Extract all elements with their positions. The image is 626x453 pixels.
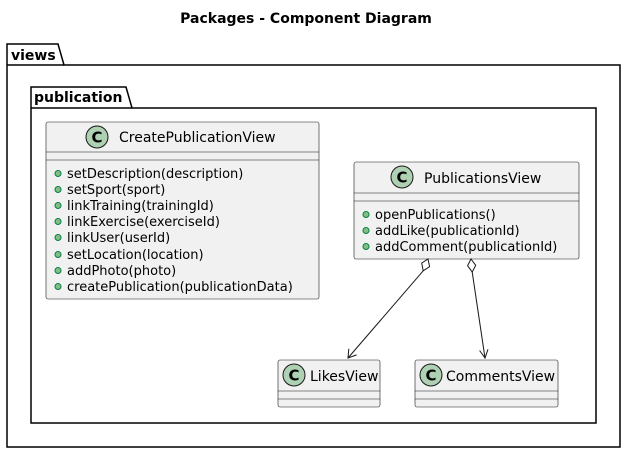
method-item: createPublication(publicationData) <box>67 280 293 295</box>
class-box <box>45 121 320 300</box>
method-visibility-icon <box>54 267 62 274</box>
class-box <box>414 359 559 408</box>
method-item: addComment(publicationId) <box>375 240 557 255</box>
class-comments-view[interactable]: C CommentsView <box>414 359 559 408</box>
class-stereotype-letter: C <box>91 129 102 147</box>
method-item: setLocation(location) <box>67 248 204 263</box>
method-list: openPublications() addLike(publicationId… <box>362 208 557 255</box>
relation-publications-likes <box>347 258 431 359</box>
method-visibility-icon <box>362 243 370 250</box>
method-visibility-icon <box>54 186 62 193</box>
relation-publications-comments <box>467 258 489 360</box>
method-visibility-icon <box>54 202 62 209</box>
class-create-publication-view[interactable]: C CreatePublicationView setDescription(d… <box>45 121 320 300</box>
method-item: openPublications() <box>375 208 496 223</box>
relation-line <box>347 270 424 359</box>
method-item: setSport(sport) <box>67 183 165 198</box>
class-stereotype-letter: C <box>396 169 407 187</box>
class-stereotype-icon <box>390 165 414 189</box>
class-name: LikesView <box>310 369 378 385</box>
class-name: CommentsView <box>446 369 555 385</box>
method-item: setDescription(description) <box>67 167 243 182</box>
method-visibility-icon <box>54 283 62 290</box>
method-item: linkUser(userId) <box>67 231 170 246</box>
method-item: addLike(publicationId) <box>375 224 520 239</box>
class-name: CreatePublicationView <box>119 130 276 146</box>
package-publication-label: publication <box>34 90 122 106</box>
method-visibility-icon <box>362 227 370 234</box>
class-stereotype-letter: C <box>288 367 299 385</box>
class-stereotype-icon <box>85 125 109 149</box>
arrowhead-icon <box>479 349 489 360</box>
method-item: linkTraining(trainingId) <box>67 199 214 214</box>
class-likes-view[interactable]: C LikesView <box>277 359 381 408</box>
class-box <box>353 161 580 260</box>
class-stereotype-icon <box>419 363 443 387</box>
method-list: setDescription(description) setSport(spo… <box>54 167 293 295</box>
method-visibility-icon <box>362 211 370 218</box>
class-name: PublicationsView <box>424 171 541 187</box>
arrowhead-icon <box>347 348 357 359</box>
method-item: addPhoto(photo) <box>67 264 176 279</box>
diagram-title: Packages - Component Diagram <box>180 11 432 27</box>
class-publications-view[interactable]: C PublicationsView openPublications() ad… <box>353 161 580 260</box>
method-visibility-icon <box>54 170 62 177</box>
method-item: linkExercise(exerciseId) <box>67 215 220 230</box>
package-views-label: views <box>11 48 56 64</box>
method-visibility-icon <box>54 251 62 258</box>
relation-line <box>471 271 486 359</box>
method-visibility-icon <box>54 218 62 225</box>
method-visibility-icon <box>54 234 62 241</box>
class-stereotype-letter: C <box>425 367 436 385</box>
class-stereotype-icon <box>282 363 306 387</box>
